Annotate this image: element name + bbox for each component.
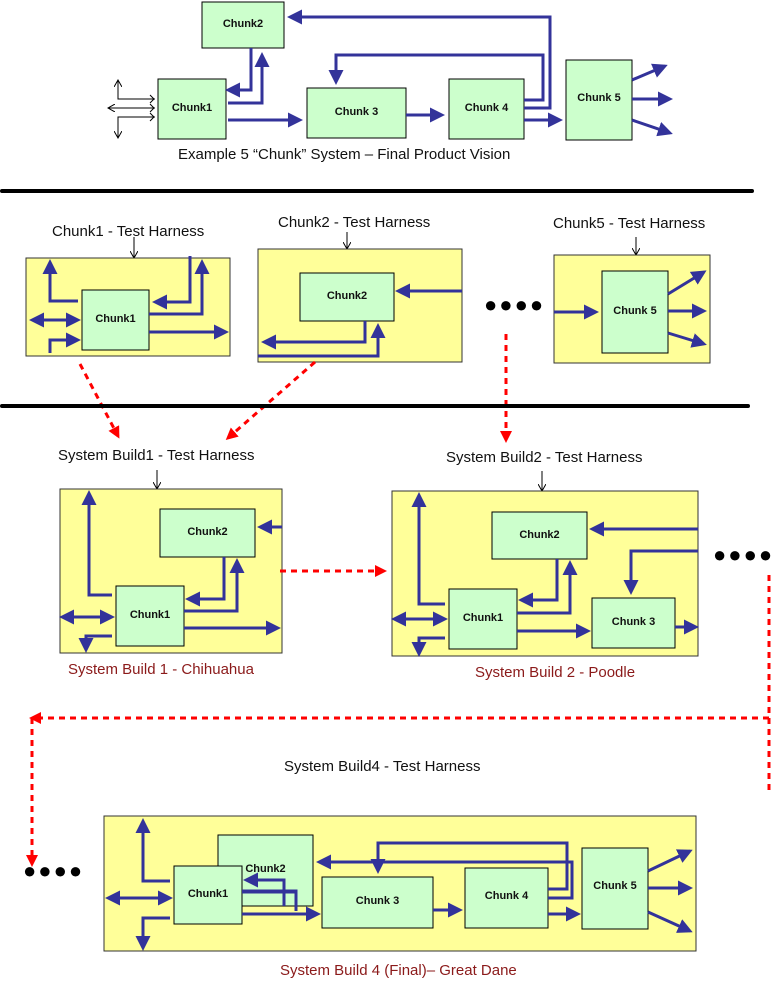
unit-to-build-flow-arrows	[78, 334, 512, 443]
build2-chunk1-label: Chunk1	[462, 612, 504, 624]
build1-chunk2-label: Chunk2	[187, 526, 228, 538]
vision-external-io	[108, 80, 155, 138]
build2-to-build4-flow-arrow	[26, 575, 771, 867]
build4-chunk4-box	[464, 867, 549, 929]
chunk2-harness-chunk-box	[299, 272, 395, 322]
build4-ellipsis: ●●●●	[23, 858, 84, 883]
build2-ellipsis: ●●●●	[713, 542, 774, 567]
build4-caption: System Build 4 (Final)– Great Dane	[280, 962, 517, 979]
build4-chunk4-label: Chunk 4	[484, 890, 529, 902]
build1-caption: System Build 1 - Chihuahua	[68, 661, 254, 678]
vision-chunk2-label: Chunk2	[222, 18, 264, 30]
build2-chunk2-box	[491, 511, 588, 560]
vision-signal-arrows	[225, 9, 673, 137]
chunk1-harness-arrows	[29, 256, 229, 353]
vision-section	[108, 1, 673, 141]
chunk1-harness-chunk-box	[81, 289, 150, 351]
build4-title: System Build4 - Test Harness	[284, 758, 481, 775]
build4-chunk2-label: Chunk2	[245, 863, 286, 875]
vision-chunk1-box	[157, 78, 227, 140]
chunk1-harness-title: Chunk1 - Test Harness	[52, 223, 205, 240]
chunk5-harness-chunk-box	[601, 270, 669, 354]
build2-chunk3-label: Chunk 3	[611, 616, 656, 628]
chunk5-harness-title: Chunk5 - Test Harness	[553, 215, 706, 232]
vision-chunk4-label: Chunk 4	[464, 102, 509, 114]
build1-signal-arrows	[59, 490, 282, 653]
chunk2-harness-title: Chunk2 - Test Harness	[278, 214, 431, 231]
build4-chunk1-box-main	[173, 865, 243, 925]
build4-chunk5-label: Chunk 5	[593, 880, 637, 892]
chunk5-harness-chunk-label: Chunk 5	[613, 305, 657, 317]
build1-title: System Build1 - Test Harness	[58, 447, 255, 464]
vision-chunk5-box	[565, 59, 633, 141]
build2-chunk3-box	[591, 597, 676, 649]
build1-chunk1-box	[115, 585, 185, 647]
chunk2-harness-arrows	[258, 283, 462, 358]
build4-section	[103, 815, 697, 952]
build1-section	[59, 470, 283, 654]
build2-chunk1-box	[448, 588, 518, 650]
build4-chunk3-label: Chunk 3	[355, 895, 400, 907]
chunk5-harness-arrows	[554, 270, 707, 348]
build2-signal-arrows	[391, 492, 699, 657]
vision-chunk3-box	[306, 87, 407, 139]
build1-chunk2-box	[159, 508, 256, 558]
vision-chunk2-box	[201, 1, 285, 49]
vision-chunk1-label: Chunk1	[171, 102, 213, 114]
build4-chunk5-box	[581, 847, 649, 930]
chunk2-harness-chunk-label: Chunk2	[326, 290, 368, 302]
build1-chunk1-label: Chunk1	[129, 609, 171, 621]
chunk1-harness-chunk-label: Chunk1	[95, 313, 136, 325]
vision-chunk4-box	[448, 78, 525, 140]
build4-chunk3-box	[321, 876, 434, 929]
vision-chunk3-label: Chunk 3	[334, 106, 379, 118]
build2-title: System Build2 - Test Harness	[446, 449, 643, 466]
build2-section	[391, 471, 699, 657]
vision-chunk5-label: Chunk 5	[577, 92, 621, 104]
vision-caption: Example 5 “Chunk” System – Final Product…	[178, 146, 511, 163]
unit-ellipsis: ●●●●	[484, 292, 545, 317]
build4-chunk1-label: Chunk1	[187, 888, 229, 900]
build4-signal-arrows	[105, 818, 693, 951]
build2-chunk2-label: Chunk2	[519, 529, 560, 541]
unit-harness-section: ●●●●	[25, 232, 711, 364]
build2-caption: System Build 2 - Poodle	[475, 664, 636, 681]
